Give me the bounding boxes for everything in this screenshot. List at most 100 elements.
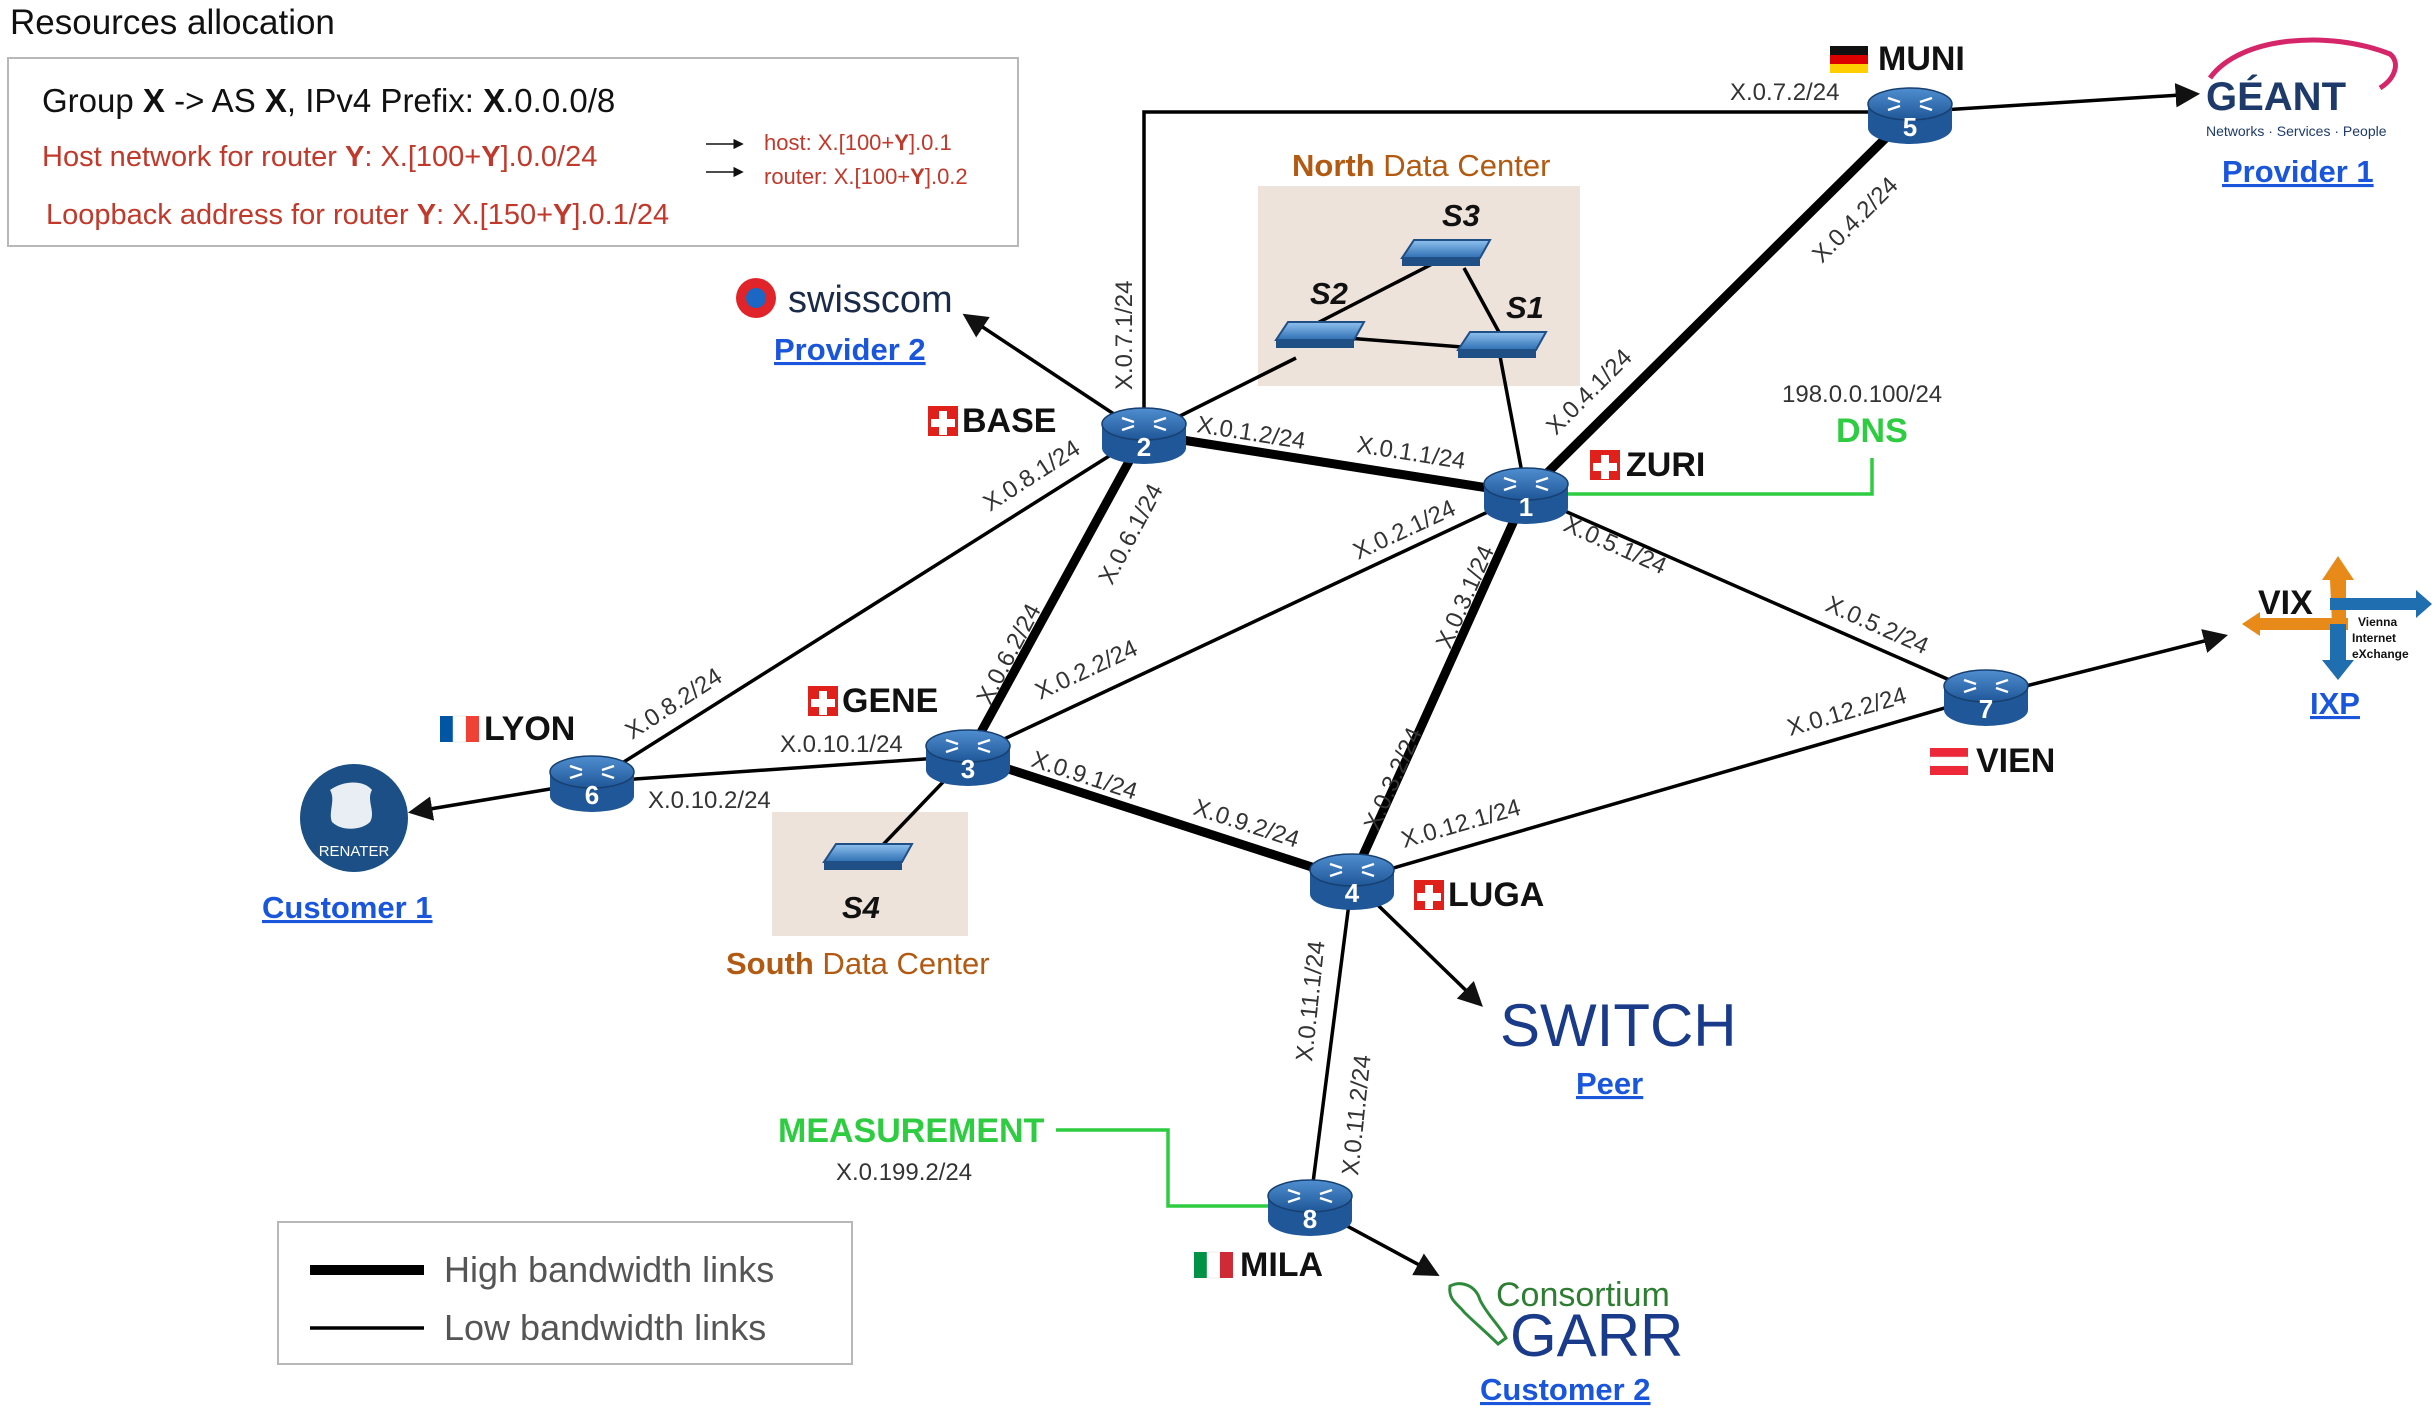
peer-link[interactable]: Peer [1576,1066,1643,1101]
italy-map-icon [1448,1282,1508,1346]
svg-text:Consortium: Consortium [1496,1276,1670,1314]
router-number: 6 [585,780,599,810]
ip-label: X.0.2.1/24 [1349,495,1460,566]
router-icon [1329,862,1375,878]
router-label-luga: LUGA [1414,876,1544,914]
link-zuri-vien [1525,492,1987,698]
router-icon [1887,96,1933,112]
svg-text:Internet: Internet [2352,631,2396,645]
router-number: 5 [1903,112,1917,142]
svg-text:GARR: GARR [1510,1302,1683,1369]
router-label-mila: MILA [1194,1246,1323,1284]
resource-info-box: Group X -> AS X, IPv4 Prefix: X.0.0.0/8 … [7,57,1019,247]
ixp-link[interactable]: IXP [2310,686,2360,721]
customer-2-link[interactable]: Customer 2 [1480,1372,1651,1407]
router-icon [569,764,615,780]
switch-s1 [1456,331,1548,358]
link-zuri-luga [1347,489,1531,885]
ip-label: X.0.8.2/24 [621,663,727,745]
router-label-muni: MUNI [1830,40,1965,78]
measurement-connector [1056,1128,1310,1208]
svg-text:swisscom: swisscom [788,279,953,321]
switch-icon [1456,331,1548,351]
switch-s4 [822,843,914,870]
provider-1-link[interactable]: Provider 1 [2222,154,2374,189]
info-host-address: host: X.[100+Y].0.1 [764,130,952,155]
router-icon [1287,1188,1333,1204]
garr-logo: Consortium GARR [1448,1276,1683,1369]
router-number: 1 [1519,492,1533,522]
switch-label-s3: S3 [1442,198,1480,233]
dns-ip-label: 198.0.0.100/24 [1782,381,1942,408]
router-lyon: 6 [549,755,635,812]
ip-label: X.0.6.1/24 [1093,480,1168,589]
router-gene: 3 [925,729,1011,786]
svg-text:LYON: LYON [484,710,575,748]
router-label-zuri: ZURI [1590,446,1705,484]
svg-text:Vienna: Vienna [2358,615,2397,629]
switch-icon [822,843,914,863]
ip-label: X.0.10.1/24 [780,731,903,758]
svg-text:GÉANT: GÉANT [2206,74,2346,119]
router-vien: 7 [1943,669,2029,726]
svg-text:RENATER: RENATER [319,843,390,860]
legend-low-label: Low bandwidth links [444,1307,766,1348]
geant-logo: GÉANT Networks · Services · People [2206,37,2398,139]
link-base-lyon [591,432,1145,784]
ip-label: X.0.10.2/24 [648,787,771,814]
svg-text:MILA: MILA [1240,1246,1323,1284]
svg-text:Networks · Services · People: Networks · Services · People [2206,123,2387,139]
router-number: 4 [1345,878,1360,908]
switch-label-s4: S4 [842,890,880,925]
svg-text:MUNI: MUNI [1878,40,1965,78]
customer-1-link[interactable]: Customer 1 [262,890,433,925]
router-label-vien: VIEN [1929,742,2055,780]
routers: 1 2 3 4 5 6 7 8 [549,87,2029,1236]
router-icon [1963,678,2009,694]
svg-text:GENE: GENE [842,682,938,720]
info-box-frame [7,57,1019,247]
link-base-gene [963,429,1149,761]
router-muni: 5 [1867,87,1953,144]
ip-label: X.0.7.2/24 [1730,79,1839,106]
switch-s2 [1274,321,1366,348]
ip-label: X.0.12.1/24 [1398,794,1523,854]
switch-s3 [1400,239,1492,266]
router-label-base: BASE [928,402,1056,440]
germany-flag-icon [1830,46,1868,55]
ip-label: X.0.11.2/24 [1337,1053,1376,1176]
high-bandwidth-links [963,109,1915,885]
measurement-label: MEASUREMENT [778,1112,1045,1150]
dns-connector [1526,458,1874,496]
legend-high-label: High bandwidth links [444,1249,774,1290]
legend: High bandwidth links Low bandwidth links [277,1221,853,1365]
france-flag-icon [440,716,453,742]
link-s1-s3 [1462,267,1502,335]
link-zuri-muni [1521,109,1915,499]
router-luga: 4 [1309,853,1395,910]
info-line-host-network: Host network for router Y: X.[100+Y].0.0… [42,141,597,173]
provider-2-link[interactable]: Provider 2 [774,332,926,367]
link-base-zuri [1139,429,1531,499]
ip-label: X.0.3.2/24 [1359,723,1428,834]
ip-label: X.0.199.2/24 [836,1159,972,1186]
italy-flag-icon [1194,1252,1207,1278]
router-base: 2 [1101,407,1187,464]
ip-label: X.0.5.1/24 [1560,511,1671,580]
router-icon [1121,416,1167,432]
page-title: Resources allocation [10,3,335,42]
router-number: 8 [1303,1204,1317,1234]
info-line-loopback: Loopback address for router Y: X.[150+Y]… [46,199,669,231]
link-gene-luga [963,751,1357,885]
svg-text:ZURI: ZURI [1626,446,1705,484]
link-base-muni [1142,110,1910,434]
router-number: 7 [1979,694,1993,724]
svg-text:VIEN: VIEN [1976,742,2055,780]
router-number: 2 [1137,432,1151,462]
router-icon [945,738,991,754]
link-luga-mila [1308,879,1354,1207]
switch-label-s2: S2 [1310,276,1348,311]
south-data-center-label: South Data Center [726,946,990,981]
vix-logo: VIX Vienna Internet eXchange [2242,556,2432,680]
router-mila: 8 [1267,1179,1353,1236]
